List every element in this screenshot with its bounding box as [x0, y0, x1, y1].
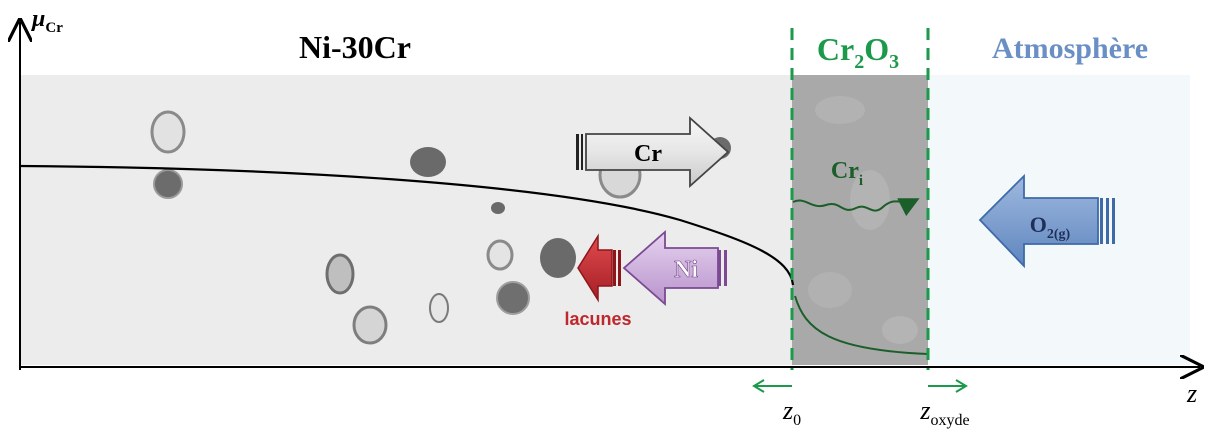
zoxyde-growth-arrowhead [955, 379, 968, 393]
oxygen-label: O2(g) [1030, 212, 1071, 242]
ni-diffusion-arrow [622, 230, 727, 306]
oxide-title: Cr2O3 [817, 31, 899, 73]
oxide-texture [808, 96, 918, 344]
x-axis-label: z [1186, 379, 1197, 408]
cr-potential-curve-alloy [19, 164, 795, 286]
z0-growth-arrowhead [752, 379, 765, 393]
oxygen-arrow [978, 173, 1115, 269]
vacancy-label: lacunes [564, 309, 631, 329]
vacancy-arrow [577, 233, 621, 303]
cr-interstitial-label: Cri [831, 158, 863, 189]
cr-diffusion-arrow [576, 115, 730, 189]
z0-label: z0 [782, 396, 801, 429]
cr-potential-curve-oxide [794, 295, 929, 355]
cr-interstitial-arrow [792, 198, 920, 217]
y-axis-label: μCr [30, 6, 63, 36]
alloy-title: Ni-30Cr [299, 29, 411, 65]
ni-arrow-label: Ni [674, 257, 698, 283]
atmosphere-title: Atmosphère [992, 32, 1148, 65]
alloy-region [20, 75, 792, 365]
cr-arrow-label: Cr [634, 141, 662, 167]
zoxyde-label: zoxyde [919, 396, 969, 429]
oxide-layer [792, 75, 928, 365]
